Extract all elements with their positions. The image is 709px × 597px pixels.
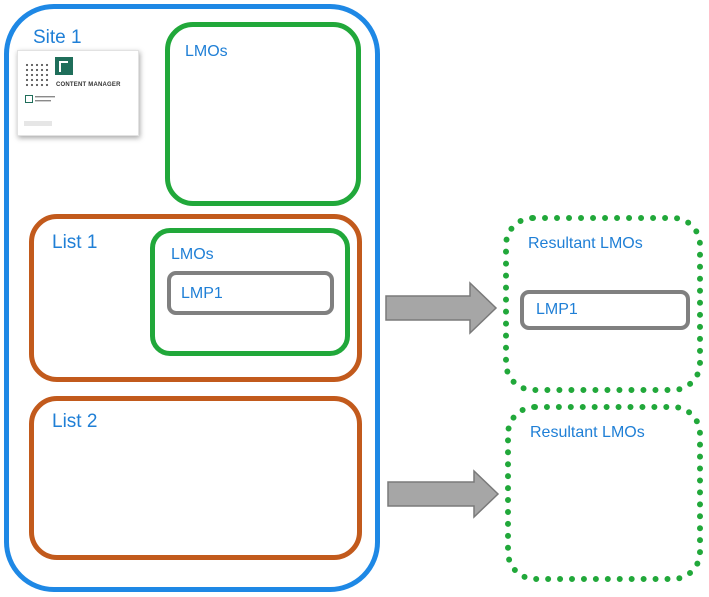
content-manager-logo: CONTENT MANAGER <box>17 50 139 136</box>
content-manager-title: CONTENT MANAGER <box>56 82 121 88</box>
logo-footer-bar <box>24 121 52 126</box>
right-arrow-icon <box>387 469 500 519</box>
resultant-lmp1-box <box>520 290 690 330</box>
list-2-container <box>29 396 362 560</box>
list-2-label: List 2 <box>52 411 98 432</box>
site-1-container <box>4 4 380 592</box>
list-1-lmos-container <box>150 228 350 356</box>
resultant-lmp1-label: LMP1 <box>536 301 578 318</box>
site-lmos-label: LMOs <box>185 43 228 60</box>
list-1-lmp1-box <box>167 271 334 315</box>
resultant-lmos-1-container <box>503 215 703 393</box>
resultant-lmos-2-label: Resultant LMOs <box>530 424 645 441</box>
vendor-wordmark-icon <box>35 96 55 102</box>
vendor-mark-icon <box>25 95 33 103</box>
right-arrow-icon <box>385 281 498 335</box>
list-1-container <box>29 214 362 382</box>
content-manager-logo-icon <box>55 57 73 75</box>
list-1-label: List 1 <box>52 232 98 253</box>
site-lmos-container <box>165 22 361 206</box>
list-1-lmp1-label: LMP1 <box>181 285 223 302</box>
resultant-lmos-2-container <box>505 404 703 582</box>
list-1-lmos-label: LMOs <box>171 246 214 263</box>
resultant-lmos-1-label: Resultant LMOs <box>528 235 643 252</box>
dot-grid-icon <box>25 63 49 87</box>
site-1-label: Site 1 <box>33 27 82 48</box>
